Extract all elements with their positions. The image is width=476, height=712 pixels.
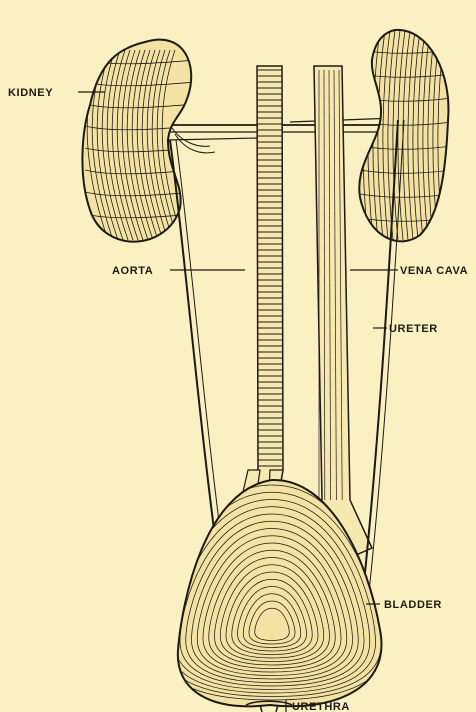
label-urethra: URETHRA <box>292 701 350 712</box>
label-vena-cava: VENA CAVA <box>400 265 468 277</box>
label-ureter: URETER <box>389 323 438 335</box>
label-kidney: KIDNEY <box>8 87 53 99</box>
label-bladder: BLADDER <box>384 599 442 611</box>
label-aorta: AORTA <box>112 265 153 277</box>
